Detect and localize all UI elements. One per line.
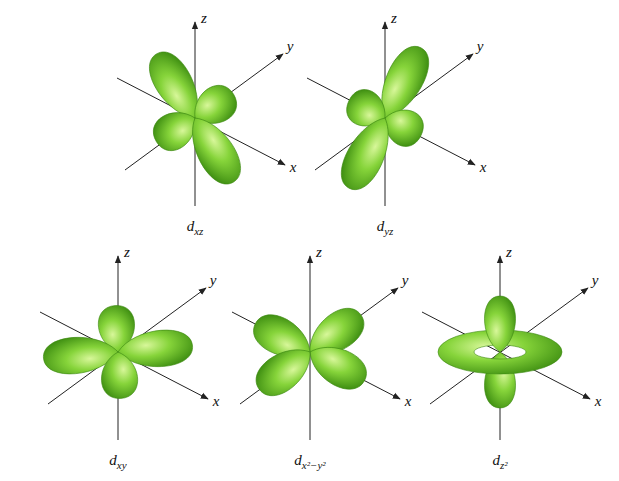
orbital-caption: dx²−y²	[294, 453, 325, 468]
axis-line	[240, 288, 398, 404]
caption-main: d	[294, 452, 302, 468]
orbital-caption: dxz	[187, 219, 204, 234]
axis-label: x	[290, 160, 297, 175]
axis-label: y	[477, 39, 484, 54]
axis-label: x	[213, 394, 220, 409]
axis-label: z	[391, 11, 397, 26]
axis-label: z	[506, 245, 512, 260]
caption-subscript: xy	[117, 459, 127, 471]
caption-subscript: yz	[384, 225, 393, 237]
axis-label: y	[287, 39, 294, 54]
caption-main: d	[492, 452, 500, 468]
orbital-caption: dz²	[492, 453, 507, 468]
axis-label: y	[210, 273, 217, 288]
orbital-caption: dxy	[109, 453, 126, 468]
orbital-panel	[117, 22, 285, 206]
orbital-lobe	[248, 337, 320, 403]
axis-label: y	[402, 273, 409, 288]
caption-main: d	[187, 218, 195, 234]
caption-subscript: x²−y²	[302, 459, 326, 471]
orbital-lobe	[100, 351, 139, 400]
orbital-panel	[232, 256, 400, 440]
orbital-panel	[422, 256, 590, 440]
axis-label: x	[405, 394, 412, 409]
caption-main: d	[377, 218, 385, 234]
orbital-lobe	[302, 336, 373, 397]
axis-label: z	[316, 245, 322, 260]
orbital-lobe	[484, 296, 515, 352]
axis-label: x	[595, 394, 602, 409]
caption-subscript: z²	[500, 459, 508, 471]
orbital-lobe	[333, 110, 401, 197]
orbital-panel	[307, 22, 475, 206]
orbital-panel	[40, 256, 208, 440]
axis-label: z	[201, 11, 207, 26]
axis-label: x	[480, 160, 487, 175]
axis-label: y	[592, 273, 599, 288]
orbital-lobe	[179, 109, 249, 192]
orbital-caption: dyz	[377, 219, 394, 234]
caption-main: d	[109, 452, 117, 468]
caption-subscript: xz	[194, 225, 203, 237]
axis-label: z	[124, 245, 130, 260]
